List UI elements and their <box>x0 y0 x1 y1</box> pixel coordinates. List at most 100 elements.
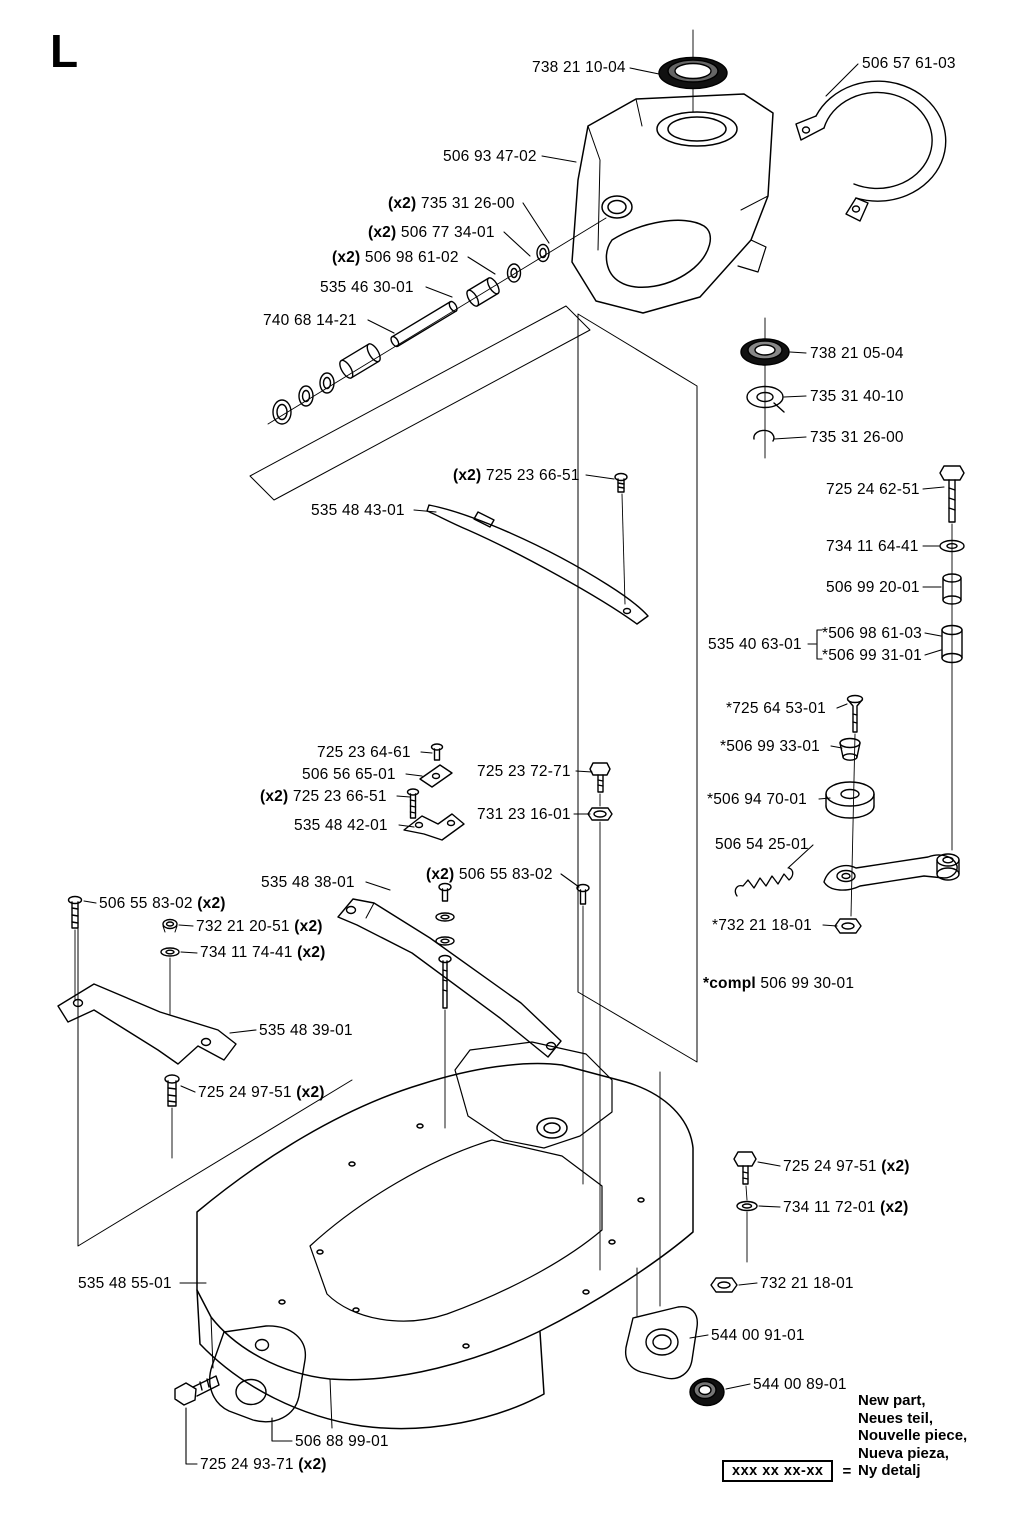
label-quantity-suffix: (x2) <box>298 1456 327 1473</box>
part-label-535-48-55-01: 535 48 55-01 <box>78 1275 172 1293</box>
part-label-544-00-91-01: 544 00 91-01 <box>711 1327 805 1345</box>
part-number: 506 57 61-03 <box>862 55 956 72</box>
screw-drawing <box>614 472 628 605</box>
part-label-740-68-14-21: 740 68 14-21 <box>263 312 357 330</box>
part-number: 535 48 43-01 <box>311 502 405 519</box>
part-label-535-48-39-01: 535 48 39-01 <box>259 1022 353 1040</box>
part-label-735-31-40-10: 735 31 40-10 <box>810 388 904 406</box>
bolt-and-nut-drawing <box>587 762 613 1271</box>
left-bracket-group-drawing <box>57 895 237 1159</box>
part-number: 535 48 39-01 <box>259 1022 353 1039</box>
bottom-bracket-drawing <box>174 1325 307 1423</box>
part-label-506-99-31-01: *506 99 31-01 <box>822 647 922 665</box>
part-number: 506 99 20-01 <box>826 579 920 596</box>
part-label-731-23-16-01: 731 23 16-01 <box>477 806 571 824</box>
cross-bracket-drawing <box>337 898 562 1058</box>
part-label-735-31-26-00: (x2) 735 31 26-00 <box>388 195 515 213</box>
cover-plate-drawing <box>426 504 649 625</box>
part-label-506-55-83-02: (x2) 506 55 83-02 <box>426 866 553 884</box>
bottom-right-cluster-drawing <box>624 1071 758 1407</box>
part-number: *506 98 61-03 <box>822 625 922 642</box>
clamp-drawing <box>795 80 947 222</box>
part-number: 544 00 91-01 <box>711 1327 805 1344</box>
part-number: 725 24 97-51 <box>198 1084 292 1101</box>
part-number: 735 31 40-10 <box>810 388 904 405</box>
part-label-544-00-89-01: 544 00 89-01 <box>753 1376 847 1394</box>
legend: xxx xx xx-xx = <box>722 1460 851 1482</box>
clamp-bracket-cluster-drawing <box>403 743 465 841</box>
part-number: *506 94 70-01 <box>707 791 807 808</box>
part-number: 535 48 38-01 <box>261 874 355 891</box>
part-number: 738 21 10-04 <box>532 59 626 76</box>
part-number: *506 99 31-01 <box>822 647 922 664</box>
part-number: 506 93 47-02 <box>443 148 537 165</box>
part-label-506-93-47-02: 506 93 47-02 <box>443 148 537 166</box>
part-number: 725 23 64-61 <box>317 744 411 761</box>
part-number: 506 54 25-01 <box>715 836 809 853</box>
part-number: 732 21 18-01 <box>760 1275 854 1292</box>
label-quantity-prefix: (x2) <box>260 788 289 805</box>
fuel-tank-drawing <box>571 93 774 314</box>
part-label-506-98-61-02: (x2) 506 98 61-02 <box>332 249 459 267</box>
label-quantity-prefix: (x2) <box>388 195 417 212</box>
part-number: 734 11 64-41 <box>826 538 919 555</box>
part-label-725-24-97-51: 725 24 97-51 (x2) <box>198 1084 325 1102</box>
part-label-506-55-83-02: 506 55 83-02 (x2) <box>99 895 226 913</box>
part-label-734-11-72-01: 734 11 72-01 (x2) <box>783 1199 909 1217</box>
part-number: 738 21 05-04 <box>810 345 904 362</box>
part-label-732-21-18-01: 732 21 18-01 <box>760 1275 854 1293</box>
label-quantity-suffix: (x2) <box>294 918 323 935</box>
part-number: 506 55 83-02 <box>99 895 193 912</box>
legend-line: Ny detalj <box>858 1462 921 1479</box>
part-number: *506 99 33-01 <box>720 738 820 755</box>
part-label-732-21-20-51: 732 21 20-51 (x2) <box>196 918 323 936</box>
part-number: 506 56 65-01 <box>302 766 396 783</box>
part-label-506-57-61-03: 506 57 61-03 <box>862 55 956 73</box>
part-label-506-99-30-01: *compl 506 99 30-01 <box>703 975 854 993</box>
part-label-535-48-38-01: 535 48 38-01 <box>261 874 355 892</box>
part-label-725-24-62-51: 725 24 62-51 <box>826 481 920 499</box>
label-quantity-prefix: (x2) <box>426 866 455 883</box>
part-number: 535 48 55-01 <box>78 1275 172 1292</box>
part-number: 506 77 34-01 <box>400 224 495 241</box>
part-label-506-98-61-03: *506 98 61-03 <box>822 625 922 643</box>
label-quantity-prefix: (x2) <box>368 224 397 241</box>
legend-line: Nouvelle piece, <box>858 1427 968 1444</box>
label-quantity-suffix: (x2) <box>296 1084 325 1101</box>
part-label-506-77-34-01: (x2) 506 77 34-01 <box>368 224 495 242</box>
part-number: 734 11 74-41 <box>200 944 293 961</box>
label-quantity-suffix: (x2) <box>881 1158 910 1175</box>
part-number: 731 23 16-01 <box>477 806 571 823</box>
part-label-506-99-20-01: 506 99 20-01 <box>826 579 920 597</box>
part-label-725-23-72-71: 725 23 72-71 <box>477 763 571 781</box>
legend-equals-sign: = <box>842 1462 852 1480</box>
part-label-535-46-30-01: 535 46 30-01 <box>320 279 414 297</box>
part-number: 506 98 61-02 <box>364 249 459 266</box>
label-quantity-prefix: (x2) <box>453 467 482 484</box>
label-quantity-suffix: (x2) <box>197 895 226 912</box>
part-label-725-64-53-01: *725 64 53-01 <box>726 700 826 718</box>
part-number: 740 68 14-21 <box>263 312 357 329</box>
legend-text: New part,Neues teil,Nouvelle piece,Nueva… <box>858 1392 967 1480</box>
part-label-734-11-74-41: 734 11 74-41 (x2) <box>200 944 326 962</box>
legend-line: New part, <box>858 1392 926 1409</box>
fastener-stack-drawing <box>435 882 590 1185</box>
part-number: 735 31 26-00 <box>420 195 515 212</box>
part-number: *732 21 18-01 <box>712 917 812 934</box>
part-label-725-24-93-71: 725 24 93-71 (x2) <box>200 1456 327 1474</box>
part-label-506-54-25-01: 506 54 25-01 <box>715 836 809 854</box>
part-number: 506 88 99-01 <box>295 1433 389 1450</box>
part-label-725-23-66-51: (x2) 725 23 66-51 <box>260 788 387 806</box>
part-number: 725 24 97-51 <box>783 1158 877 1175</box>
bearing-column-drawing <box>740 317 790 459</box>
part-number: 506 99 30-01 <box>760 975 855 992</box>
part-label-506-56-65-01: 506 56 65-01 <box>302 766 396 784</box>
leader-lines <box>83 63 945 1465</box>
part-number: 735 31 26-00 <box>810 429 904 446</box>
part-number: 725 24 62-51 <box>826 481 920 498</box>
part-number: 506 55 83-02 <box>458 866 553 883</box>
label-quantity-prefix: (x2) <box>332 249 361 266</box>
part-number: 725 24 93-71 <box>200 1456 294 1473</box>
